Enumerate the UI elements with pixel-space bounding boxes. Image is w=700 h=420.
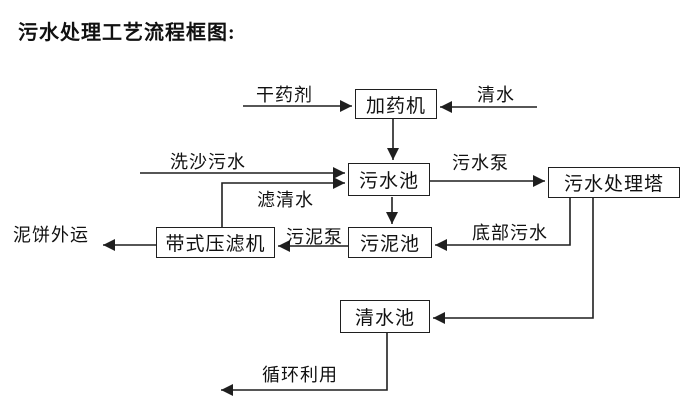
arrow-bottom-sewage	[435, 198, 571, 251]
label-sand-wash-sewage: 洗沙污水	[170, 152, 246, 172]
arrow-tower-to-clean	[433, 198, 594, 324]
label-bottom-sewage: 底部污水	[472, 223, 548, 243]
label-mud-cake-outbound: 泥饼外运	[13, 225, 89, 245]
label-dry-chemical: 干药剂	[256, 85, 313, 105]
node-belt-filter-press: 带式压滤机	[156, 227, 275, 258]
node-treatment-tower: 污水处理塔	[548, 167, 680, 198]
label-sludge-pump: 污泥泵	[286, 227, 343, 247]
arrow-filtered-water	[221, 177, 345, 227]
arrow-recycling-out	[221, 333, 388, 396]
page-title: 污水处理工艺流程框图:	[18, 22, 236, 44]
label-sewage-pump: 污水泵	[452, 153, 509, 173]
label-filtered-water: 滤清水	[257, 190, 314, 210]
label-recycling: 循环利用	[262, 365, 338, 385]
label-clean-water: 清水	[477, 85, 515, 105]
node-clean-water-pool: 清水池	[340, 300, 430, 333]
node-sewage-pool: 污水池	[348, 163, 430, 196]
node-dosing-machine: 加药机	[355, 89, 437, 119]
node-sludge-pool: 污泥池	[348, 227, 432, 258]
